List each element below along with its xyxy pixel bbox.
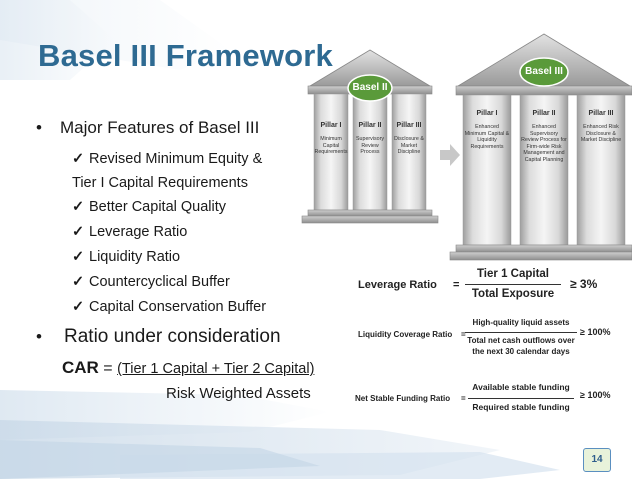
feature-text: Revised Minimum Equity &: [89, 151, 263, 167]
basel2-pillar-desc: Supervisory Review Process: [356, 136, 384, 156]
feature-item: ✓Capital Conservation Buffer: [72, 299, 266, 315]
feature-item: ✓Countercyclical Buffer: [72, 274, 230, 290]
checkmark-icon: ✓: [72, 199, 85, 215]
basel2-pillar-name: Pillar III: [396, 122, 422, 129]
feature-text: Better Capital Quality: [89, 199, 227, 215]
page-number-badge: 14: [583, 448, 611, 472]
feature-text: Leverage Ratio: [89, 224, 188, 240]
leverage-ratio-label: Leverage Ratio: [358, 279, 437, 291]
lcr-denominator: Total net cash outflows over the next 30…: [467, 336, 575, 356]
car-numerator: (Tier 1 Capital + Tier 2 Capital): [117, 361, 315, 377]
basel2-pillar-desc: Disclosure & Market Discipline: [394, 136, 424, 156]
car-equals: =: [103, 360, 113, 377]
feature-text: Liquidity Ratio: [89, 249, 181, 265]
feature-item: ✓Leverage Ratio: [72, 224, 187, 240]
bullet-dot-icon: •: [36, 118, 42, 137]
feature-item: ✓Revised Minimum Equity &: [72, 151, 262, 167]
checkmark-icon: ✓: [72, 299, 85, 315]
basel3-pillar-desc: Enhanced Risk Disclosure & Market Discip…: [580, 124, 622, 144]
nsfr-equals: =: [461, 394, 466, 403]
checkmark-icon: ✓: [72, 151, 85, 167]
leverage-equals: =: [453, 279, 460, 291]
feature-text: Tier I Capital Requirements: [72, 175, 248, 191]
arrow-icon: [440, 144, 460, 166]
nsfr-numerator: Available stable funding: [472, 382, 570, 392]
basel2-temple: [301, 49, 439, 224]
basel2-pillar-name: Pillar I: [320, 122, 342, 129]
basel2-pillar-name: Pillar II: [358, 122, 382, 129]
checkmark-icon: ✓: [72, 249, 85, 265]
leverage-threshold: ≥ 3%: [570, 277, 598, 291]
basel2-pillar-desc: Minimum Capital Requirements: [314, 136, 348, 156]
lcr-fraction-line: [465, 332, 577, 333]
bullet-major-features-text: Major Features of Basel III: [60, 118, 260, 137]
feature-text: Countercyclical Buffer: [89, 274, 230, 290]
feature-item: ✓Liquidity Ratio: [72, 249, 180, 265]
nsfr-denominator: Required stable funding: [472, 402, 570, 412]
bullet-ratio-text: Ratio under consideration: [64, 326, 281, 347]
basel-pillars-diagram: Basel II Basel III Pillar I Minimum Capi…: [300, 30, 633, 270]
basel3-pillar-name: Pillar I: [476, 110, 498, 117]
checkmark-icon: ✓: [72, 224, 85, 240]
leverage-denominator: Total Exposure: [471, 288, 555, 300]
basel3-pillar-desc: Enhanced Minimum Capital & Liquidity Req…: [464, 124, 510, 150]
car-label: CAR: [62, 358, 99, 377]
basel3-pillar-desc: Enhanced Supervisory Review Process for …: [521, 124, 567, 164]
temples-graphic: [301, 33, 633, 261]
bullet-ratio: • Ratio under consideration: [36, 326, 281, 348]
slide-title: Basel III Framework: [38, 38, 333, 73]
car-formula: CAR = (Tier 1 Capital + Tier 2 Capital): [62, 358, 314, 378]
bullet-major-features: • Major Features of Basel III: [36, 118, 259, 138]
lcr-label: Liquidity Coverage Ratio: [358, 330, 453, 339]
bullet-dot-icon: •: [36, 327, 42, 346]
feature-text: Capital Conservation Buffer: [89, 299, 267, 315]
basel3-temple: [449, 33, 633, 261]
basel3-pillar-name: Pillar II: [532, 110, 556, 117]
nsfr-threshold: ≥ 100%: [580, 390, 611, 400]
lcr-numerator: High-quality liquid assets: [472, 318, 570, 327]
nsfr-fraction-line: [468, 398, 574, 399]
leverage-numerator: Tier 1 Capital: [476, 268, 549, 280]
basel2-badge: Basel II: [352, 82, 388, 93]
basel3-pillar-name: Pillar III: [588, 110, 614, 117]
leverage-fraction-line: [465, 284, 561, 285]
lcr-equals: =: [461, 330, 466, 339]
feature-item-continued: Tier I Capital Requirements: [72, 175, 248, 191]
basel3-badge: Basel III: [525, 66, 563, 77]
nsfr-label: Net Stable Funding Ratio: [355, 394, 451, 403]
lcr-threshold: ≥ 100%: [580, 327, 611, 337]
car-denominator: Risk Weighted Assets: [166, 385, 311, 402]
feature-item: ✓Better Capital Quality: [72, 199, 226, 215]
checkmark-icon: ✓: [72, 274, 85, 290]
